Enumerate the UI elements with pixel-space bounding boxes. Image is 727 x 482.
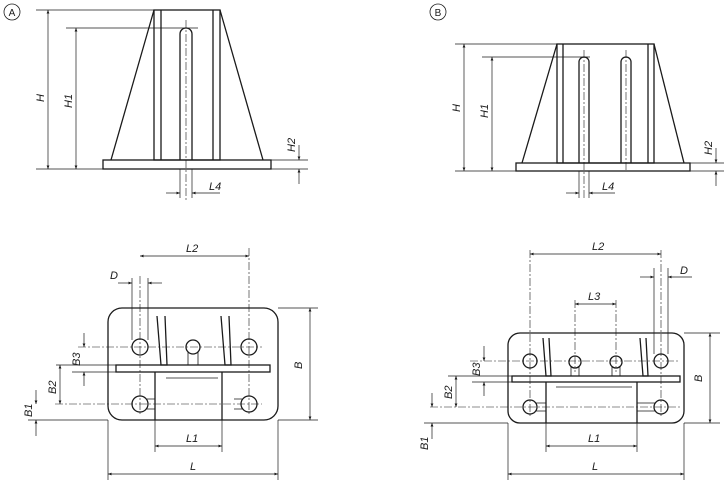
dim-b2-label: B2 xyxy=(47,381,59,394)
dim-b-l2-label: L2 xyxy=(592,241,604,253)
dim-d-label: D xyxy=(110,270,118,282)
dim-b-l4-label: L4 xyxy=(602,181,614,193)
dim-h1-label: H1 xyxy=(63,94,75,108)
dim-b-l-label: L xyxy=(592,461,598,473)
variant-b-marker: B xyxy=(429,3,447,21)
variant-a: A H H1 xyxy=(3,3,318,480)
variant-b: B H H1 xyxy=(419,3,724,480)
variant-b-top-view: L2 L3 D B B3 B2 xyxy=(419,241,720,480)
variant-a-top-view: L2 D B B3 B2 B1 xyxy=(23,243,318,480)
dim-b-b1-label: B1 xyxy=(419,437,431,450)
dim-h2-label: H2 xyxy=(286,138,298,152)
dim-b1-label: B1 xyxy=(23,404,35,417)
dim-b-label: B xyxy=(293,362,305,369)
dim-b-l3-label: L3 xyxy=(588,291,601,303)
variant-b-side-view: H H1 H2 L4 xyxy=(451,43,724,200)
dim-h-label: H xyxy=(35,94,47,102)
variant-a-side-view: H H1 H2 L4 xyxy=(35,9,308,200)
dim-l2-label: L2 xyxy=(186,243,198,255)
dim-b-h2-label: H2 xyxy=(703,141,715,155)
dim-b-h1-label: H1 xyxy=(479,104,491,118)
dim-b-b-label: B xyxy=(693,375,705,382)
dim-b-l1-label: L1 xyxy=(588,433,600,445)
dim-b-b2-label: B2 xyxy=(443,386,455,399)
dim-b-d-label: D xyxy=(680,265,688,277)
dim-l4-label: L4 xyxy=(209,181,221,193)
dim-b-b3-label: B3 xyxy=(471,362,483,376)
variant-a-marker-label: A xyxy=(9,8,16,19)
dim-b-h-label: H xyxy=(451,104,463,112)
dim-l-label: L xyxy=(190,461,196,473)
dim-b3-label: B3 xyxy=(71,352,83,366)
variant-a-marker: A xyxy=(3,3,21,21)
variant-b-marker-label: B xyxy=(435,8,442,19)
dim-l1-label: L1 xyxy=(186,433,198,445)
